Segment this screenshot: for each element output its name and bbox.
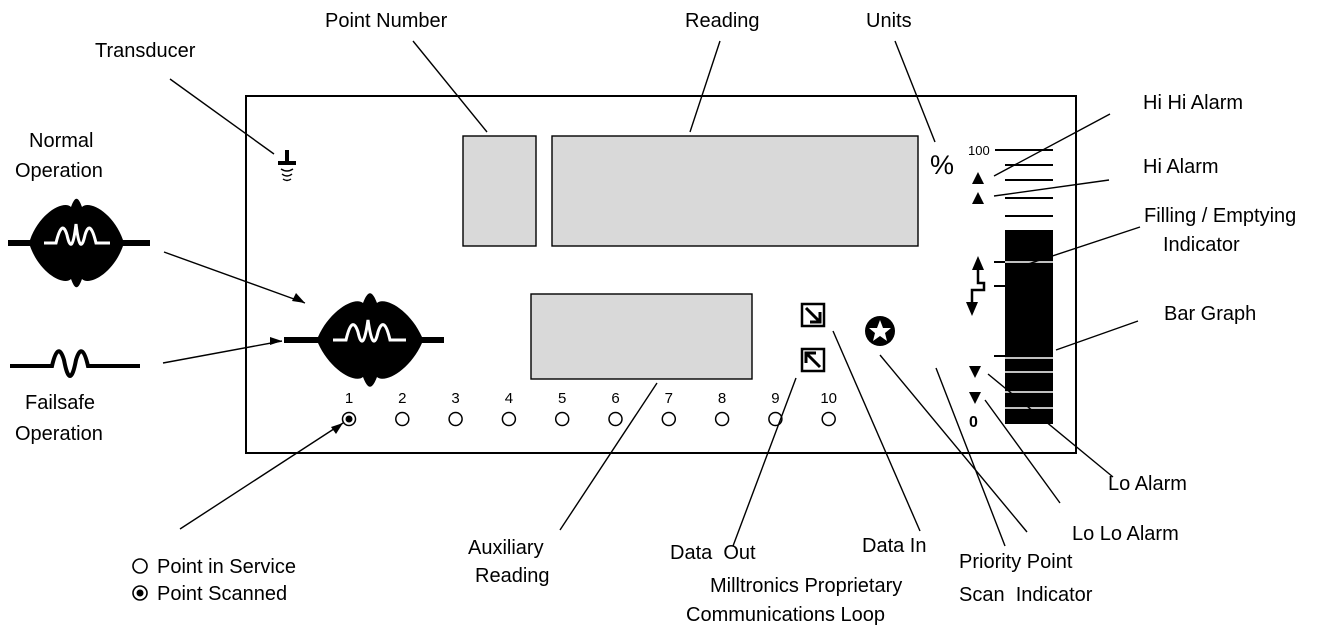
scale-top-label: 100 — [968, 143, 990, 158]
failsafe-echo-icon — [10, 349, 140, 378]
hi-alarm-label: Hi Alarm — [1143, 156, 1219, 178]
point-scanned-legend-icon — [132, 585, 148, 601]
point-number-9: 9 — [771, 390, 779, 407]
data-in-icon — [800, 302, 826, 328]
point-in-service-legend-icon — [132, 558, 148, 574]
point-number-6: 6 — [611, 390, 619, 407]
point-indicator-7 — [661, 411, 677, 427]
point-indicator-6 — [608, 411, 623, 427]
auxiliary-reading-label-2: Reading — [475, 565, 550, 587]
point-number-10: 10 — [820, 390, 837, 407]
transducer-icon — [278, 150, 296, 182]
point-indicator-9 — [768, 411, 783, 427]
transducer-label: Transducer — [95, 40, 196, 62]
point-number-7: 7 — [665, 390, 673, 407]
point-number-box — [462, 135, 537, 247]
auxiliary-reading-box — [530, 293, 753, 380]
data-out-label: Data Out — [670, 542, 756, 564]
comm-loop-label-2: Communications Loop — [686, 604, 885, 626]
point-indicator-4 — [501, 411, 517, 427]
normal-echo-icon — [8, 198, 150, 288]
reading-label: Reading — [685, 10, 760, 32]
point-indicator-1 — [341, 411, 357, 427]
point-number-5: 5 — [558, 390, 566, 407]
point-indicator-5 — [554, 411, 570, 427]
lo-alarm-icon — [969, 366, 981, 378]
filling-emptying-label-2: Indicator — [1163, 234, 1240, 256]
bar-graph-label: Bar Graph — [1164, 303, 1256, 325]
scale-bottom-label: 0 — [969, 414, 978, 431]
priority-point-label-2: Scan Indicator — [959, 584, 1093, 606]
auxiliary-reading-label-1: Auxiliary — [468, 537, 544, 559]
point-indicator-2 — [395, 411, 410, 427]
point-indicator-8 — [714, 411, 730, 427]
lo-lo-alarm-label: Lo Lo Alarm — [1072, 523, 1179, 545]
filling-emptying-label-1: Filling / Emptying — [1144, 205, 1296, 227]
point-number-2: 2 — [398, 390, 406, 407]
display-echo-icon — [284, 293, 444, 387]
leader-arrowheads — [270, 293, 343, 434]
point-number-1: 1 — [345, 390, 353, 407]
point-in-service-label: Point in Service — [157, 556, 296, 578]
comm-loop-label-1: Milltronics Proprietary — [710, 575, 902, 597]
point-scanned-label: Point Scanned — [157, 583, 287, 605]
hi-hi-alarm-icon — [972, 172, 984, 184]
filling-emptying-arrow-icon — [966, 256, 986, 316]
lo-lo-alarm-icon — [969, 392, 981, 404]
data-in-label: Data In — [862, 535, 926, 557]
reading-box — [551, 135, 919, 247]
point-scanned-dot — [345, 415, 353, 423]
lo-alarm-label: Lo Alarm — [1108, 473, 1187, 495]
failsafe-operation-label-1: Failsafe — [25, 392, 95, 414]
data-out-icon — [800, 347, 826, 373]
point-number-8: 8 — [718, 390, 726, 407]
hi-alarm-icon — [972, 192, 984, 204]
hi-hi-alarm-label: Hi Hi Alarm — [1143, 92, 1243, 114]
bar-graph — [994, 230, 1053, 424]
leader-lines — [162, 40, 1141, 547]
star-icon — [865, 316, 895, 346]
normal-operation-label-2: Operation — [15, 160, 103, 182]
point-number-3: 3 — [451, 390, 459, 407]
units-symbol: % — [930, 150, 954, 180]
failsafe-operation-label-2: Operation — [15, 423, 103, 445]
point-number-4: 4 — [505, 390, 513, 407]
point-indicator-10 — [821, 411, 836, 427]
normal-operation-label-1: Normal — [29, 130, 93, 152]
units-label: Units — [866, 10, 912, 32]
point-indicators: 1 2 3 4 5 6 7 8 9 10 — [341, 390, 837, 427]
point-number-label: Point Number — [325, 10, 448, 32]
priority-point-label-1: Priority Point — [959, 551, 1073, 573]
point-indicator-3 — [448, 411, 463, 427]
